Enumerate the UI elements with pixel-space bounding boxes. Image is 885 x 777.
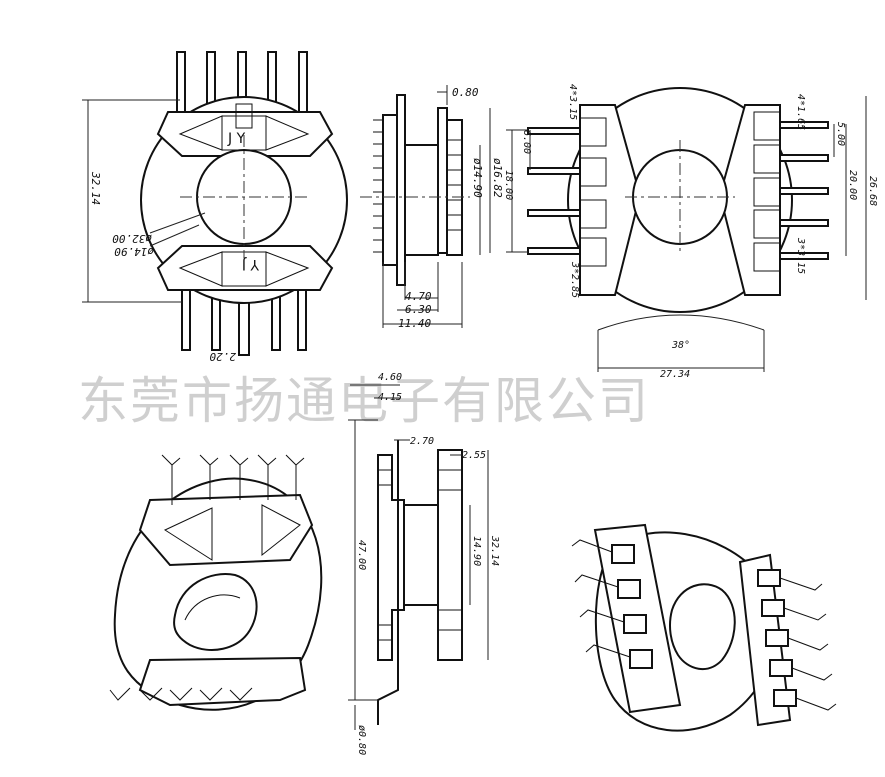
side-dia-inner: ø14.90 [471,158,484,198]
bottom-right-low: 3*3.15 [795,237,806,274]
section-h-bottom: ø0.80 [356,725,367,755]
top-pins [176,51,308,125]
front-height-dim: 32.14 [89,171,102,205]
isometric-view-left [109,454,323,711]
watermark: 东莞市扬通电子有限公司 [78,372,650,430]
side-w3: 11.40 [398,317,431,330]
bottom-view: 4*3.15 4*1.65 6.00 18.00 5.00 20.00 26.6… [503,84,878,380]
section-view: 4.60 4.15 2.70 2.55 47.00 14.90 32.14 ø0… [348,372,500,755]
section-d4: 2.55 [462,450,486,461]
side-view: 0.80 ø16.82 ø14.90 4.70 6.30 11.40 [360,85,504,330]
bottom-dim-26: 26.68 [867,176,878,206]
front-top-mark: J Y [227,131,246,147]
front-bottom-mark: Y J [242,256,260,272]
side-dia-outer: ø16.82 [491,158,504,198]
front-pin-dim: 2.20 [209,350,236,363]
bottom-dim-6: 6.00 [521,130,532,154]
bottom-dim-18: 18.00 [503,170,514,200]
front-outer-dia: ø32.00 [112,232,152,245]
bottom-width: 27.34 [660,369,690,380]
front-inner-dia: ø14.90 [114,245,154,258]
bottom-dim-20: 20.00 [847,170,858,200]
section-h-body: 32.14 [489,535,500,566]
section-d2: 4.15 [378,392,402,403]
side-w2: 6.30 [405,303,432,316]
bottom-left-low: 3*2.85 [569,261,580,298]
bottom-angle: 38° [671,340,690,351]
bottom-pitch-right: 4*1.65 [795,94,806,130]
side-w1: 4.70 [405,290,432,303]
front-view: J Y Y J 32.14 ø32.00 ø14.90 2.20 [82,51,348,363]
side-top-dim: 0.80 [452,86,479,99]
section-d1: 4.60 [378,372,402,383]
bottom-pitch-left: 4*3.15 [567,84,578,120]
section-d3: 2.70 [410,436,434,447]
section-h-total: 47.00 [356,540,367,570]
isometric-view-right [571,523,837,732]
section-h-core: 14.90 [471,536,482,566]
bottom-dim-5: 5.00 [835,122,846,146]
